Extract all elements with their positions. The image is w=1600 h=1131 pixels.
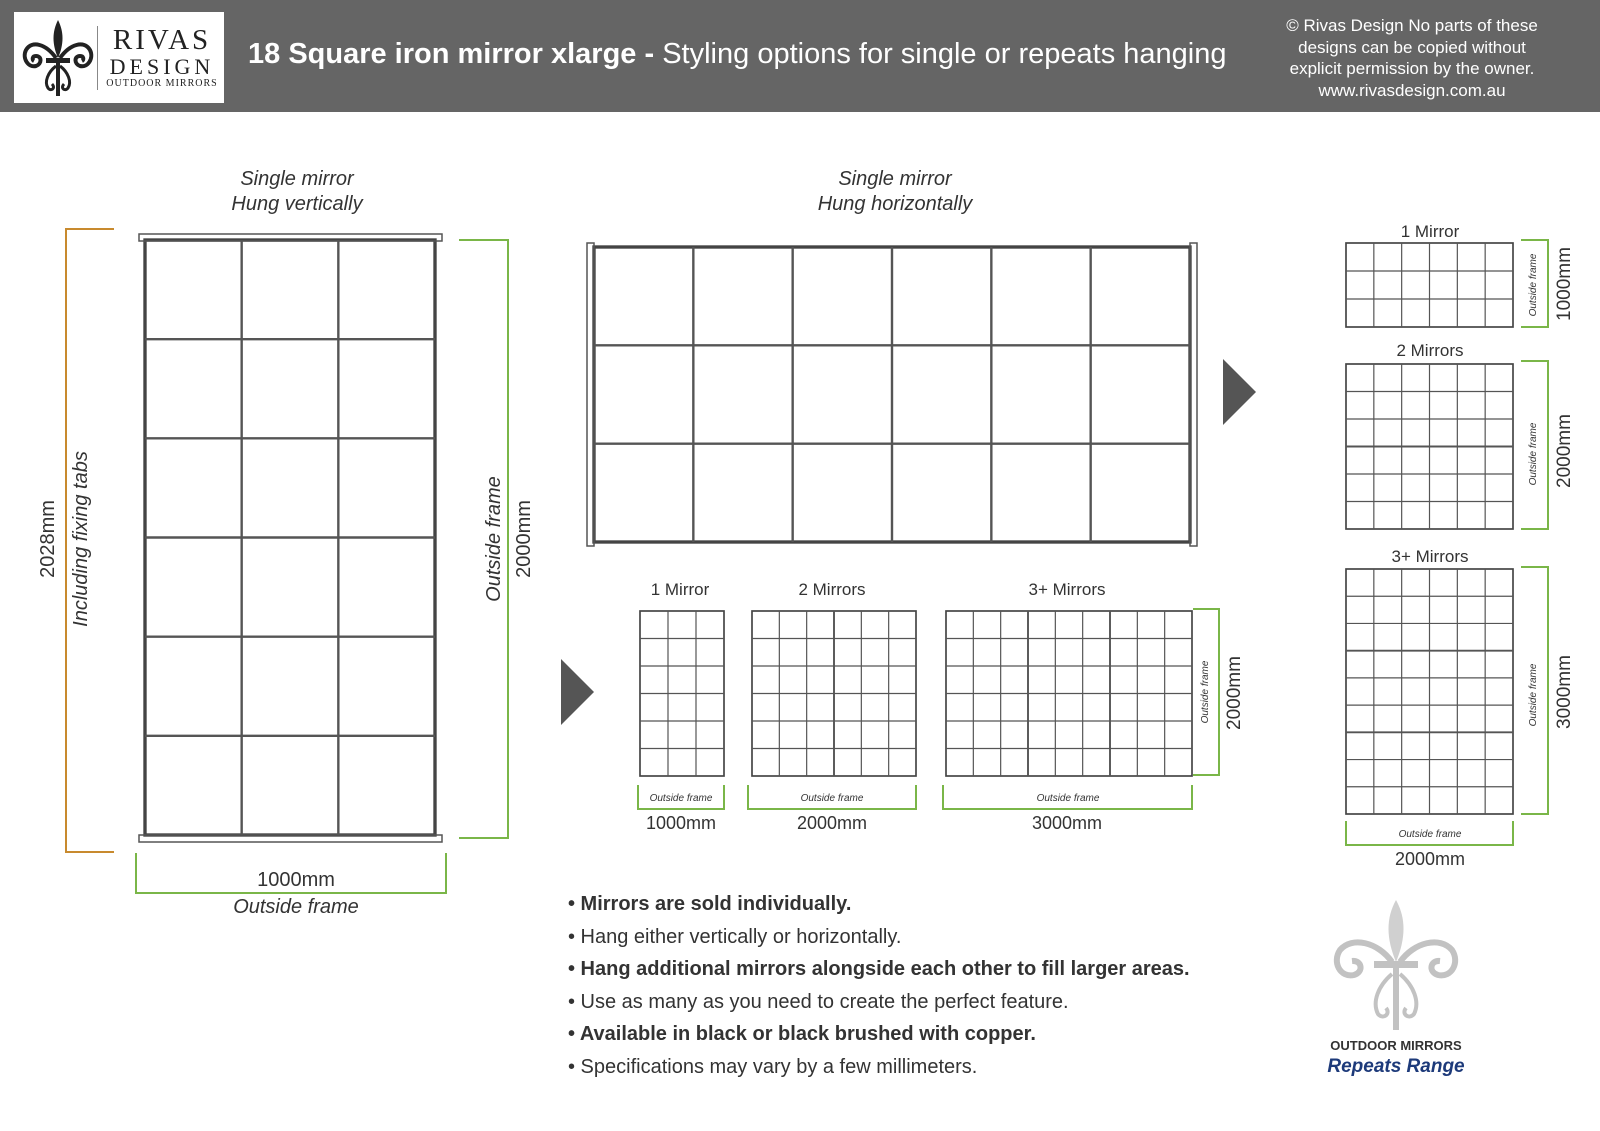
page-title: 18 Square iron mirror xlarge - Styling o… [248,38,1226,71]
repeat-horizontal-2-mirrors [1345,363,1514,530]
brand-line-1: OUTDOOR MIRRORS [1330,1038,1462,1053]
horizontal-caption-1: Single mirror [838,168,952,190]
bottom-label-2-mirrors: 2 Mirrors [798,580,866,599]
copyright-notice: © Rivas Design No parts of these designs… [1262,15,1562,101]
bottom-dim-3-mirrors: 3000mm [1031,813,1103,833]
bottom-height-note: Outside frame [1200,660,1211,724]
vertical-height-dim: 2028mm [37,500,59,578]
feature-item: • Use as many as you need to create the … [568,990,1069,1013]
height-bracket-right-1-mirror [1521,239,1549,328]
copyright-line-3: explicit permission by the owner. [1289,59,1535,78]
right-dim-2-mirrors: 2000mm [1554,414,1575,488]
fixing-tab-bottom [138,834,443,843]
width-bracket-2-mirrors [747,785,917,810]
repeat-vertical-1-mirror [639,610,725,777]
fixing-tab-top [138,233,443,242]
fixing-tab-side [586,242,595,547]
width-bracket-3-mirrors [942,785,1193,810]
height-bracket-fixing-tabs [65,228,114,853]
brand-line-2: Repeats Range [1327,1056,1465,1077]
mirror-horizontal-single [592,245,1192,544]
vertical-height-note: Including fixing tabs [70,451,92,627]
feature-item: • Specifications may vary by a few milli… [568,1055,978,1078]
fleur-de-lis-icon [22,20,94,96]
logo-word-outdoor-mirrors: OUTDOOR MIRRORS [106,78,218,89]
feature-item: • Mirrors are sold individually. [568,893,852,915]
arrow-right-icon [1223,359,1256,425]
bottom-label-1-mirror: 1 Mirror [650,580,710,599]
feature-list: • Mirrors are sold individually. • Hang … [568,888,1190,1083]
dimension-brackets [65,228,1549,894]
right-dim-3-mirrors: 3000mm [1554,655,1575,729]
width-bracket-outside-frame [135,853,447,894]
logo-word-rivas: RIVAS [112,24,212,56]
vertical-width-note: Outside frame [233,896,359,918]
copyright-line-2: designs can be copied without [1298,37,1526,57]
bottom-height-dim: 2000mm [1224,656,1245,730]
repeats-range-fleur-de-lis-icon [1333,900,1459,1030]
logo-word-design: DESIGN [109,54,215,79]
height-bracket-outside-frame [459,239,509,839]
rivas-logo: RIVAS DESIGN OUTDOOR MIRRORS [14,12,224,103]
right-width-note: Outside frame [1398,829,1462,840]
width-bracket-1-mirror [637,785,725,810]
right-width-dim: 2000mm [1394,849,1466,869]
horizontal-caption-2: Hung horizontally [817,193,973,215]
vertical-width-dim: 1000mm [257,869,335,891]
repeat-horizontal-1-mirror [1345,242,1514,328]
width-bracket-right-column [1345,821,1514,846]
repeat-vertical-2-mirrors [751,610,917,777]
copyright-line-1: © Rivas Design No parts of these [1286,16,1538,35]
bottom-dim-2-mirrors: 2000mm [796,813,868,833]
right-note-2-mirrors: Outside frame [1528,422,1539,486]
height-bracket-right-2-mirrors [1521,360,1549,530]
repeat-horizontal-3-mirrors [1345,568,1514,815]
feature-item: • Hang additional mirrors alongside each… [568,958,1190,980]
vertical-outside-frame-note: Outside frame [483,476,505,602]
right-label-3-mirrors: 3+ Mirrors [1391,547,1469,566]
feature-item: • Hang either vertically or horizontally… [568,925,902,948]
right-label-1-mirror: 1 Mirror [1400,222,1460,241]
right-note-3-mirrors: Outside frame [1528,663,1539,727]
right-label-2-mirrors: 2 Mirrors [1396,341,1464,360]
bottom-note-2-mirrors: Outside frame [800,793,864,804]
bottom-dim-1-mirror: 1000mm [645,813,717,833]
page-title-bold: 18 Square iron mirror xlarge - [248,38,655,70]
fixing-tab-side [1189,242,1198,547]
feature-item: • Available in black or black brushed wi… [568,1023,1036,1045]
bottom-label-3-mirrors: 3+ Mirrors [1028,580,1106,599]
mirror-vertical-single [143,238,437,837]
bottom-note-3-mirrors: Outside frame [1036,793,1100,804]
repeat-vertical-3-mirrors [945,610,1193,777]
right-dim-1-mirror: 1000mm [1554,247,1575,321]
arrow-right-icon [561,659,594,725]
copyright-line-4: www.rivasdesign.com.au [1318,80,1506,100]
page-title-rest: Styling options for single or repeats ha… [662,38,1227,70]
vertical-caption-2: Hung vertically [231,193,363,215]
height-bracket-right-3-mirrors [1521,566,1549,815]
header-bar: RIVAS DESIGN OUTDOOR MIRRORS 18 Square i… [0,0,1600,112]
height-bracket-bottom-row [1193,608,1220,776]
right-note-1-mirror: Outside frame [1528,253,1539,317]
vertical-outside-frame-dim: 2000mm [513,500,535,578]
vertical-caption-1: Single mirror [240,168,354,190]
bottom-note-1-mirror: Outside frame [649,793,713,804]
mirror-drawings [138,233,1514,843]
